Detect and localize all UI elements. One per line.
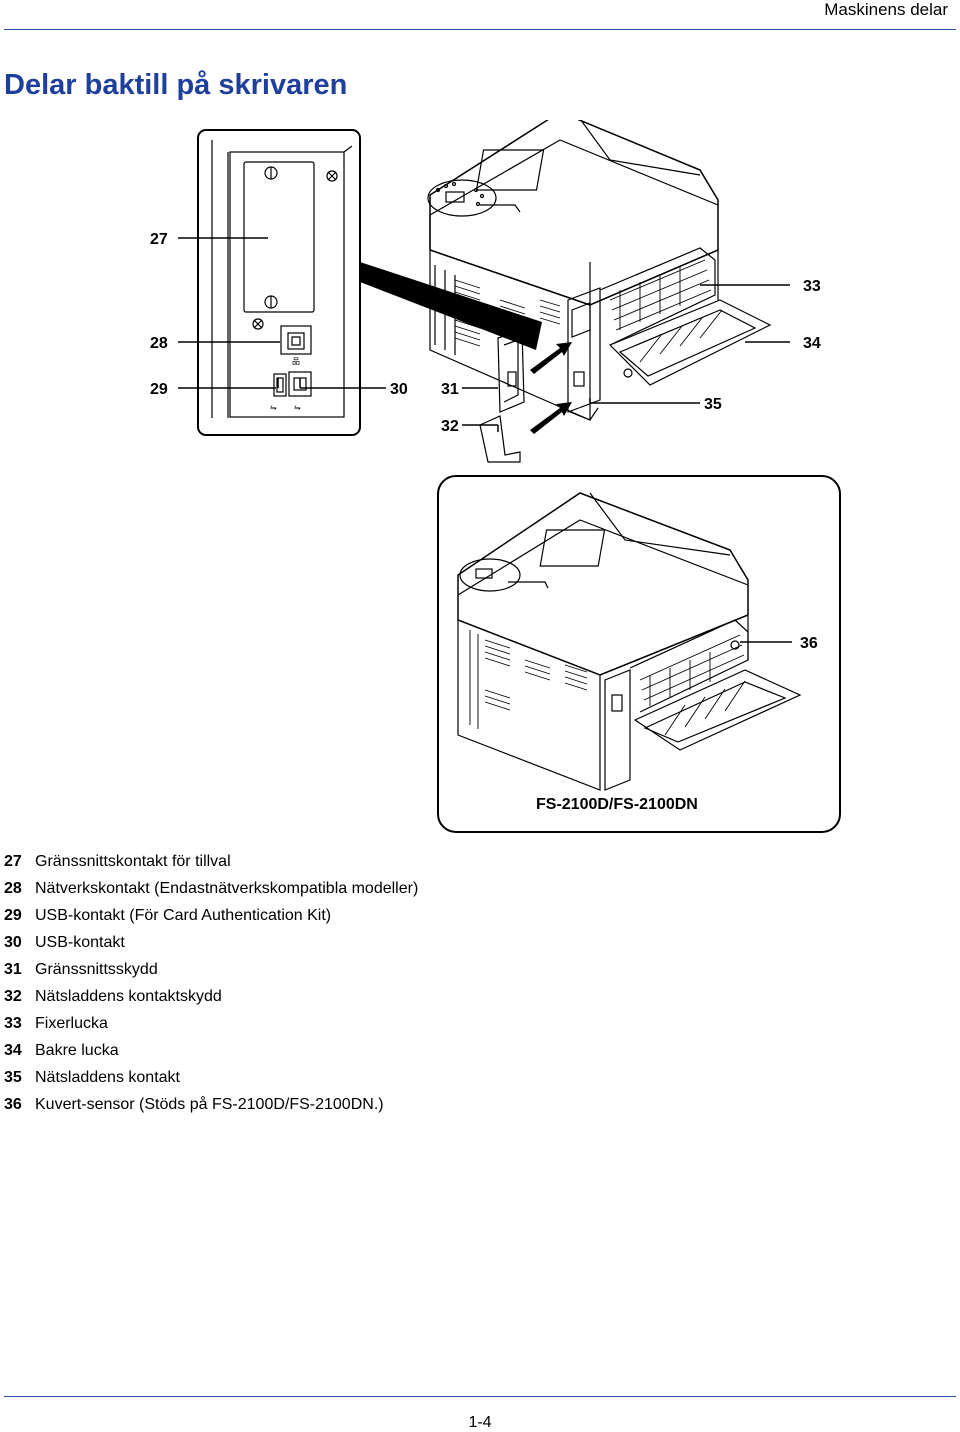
- page-number: 1-4: [468, 1414, 492, 1431]
- model-caption: FS-2100D/FS-2100DN: [536, 796, 698, 813]
- envelope-sensor-detail: 36 FS-2100D/FS-2100DN: [437, 475, 841, 833]
- callout-34: 34: [803, 335, 821, 352]
- svg-text:⇋: ⇋: [270, 403, 277, 412]
- header-divider: [4, 29, 956, 30]
- envelope-sensor: [730, 640, 740, 650]
- network-port: [280, 325, 312, 355]
- detail-zoom-wedge: [360, 262, 542, 350]
- callout-27: 27: [150, 231, 168, 248]
- callout-32: 32: [441, 418, 459, 435]
- page-title: Delar baktill på skrivaren: [4, 69, 348, 101]
- footer-divider: [4, 1396, 956, 1397]
- callout-36: 36: [800, 635, 818, 652]
- callout-28: 28: [150, 335, 168, 352]
- power-cord-cover: [479, 415, 521, 463]
- callout-29: 29: [150, 381, 168, 398]
- arrow-icon: [530, 402, 572, 434]
- printer-rear-view: [427, 120, 772, 463]
- usb-port: [288, 371, 312, 397]
- callout-leaders-1: [178, 237, 790, 432]
- option-interface-slot: [243, 161, 315, 313]
- control-panel: [427, 179, 497, 217]
- callout-35: 35: [704, 396, 722, 413]
- usb-port-card-auth: [273, 373, 287, 397]
- interface-panel-detail: 品 ⇋ ⇋: [197, 129, 361, 436]
- svg-text:品: 品: [292, 357, 300, 366]
- header-section-title: Maskinens delar: [824, 0, 948, 19]
- arrow-icon: [530, 342, 572, 374]
- printer-rear-illustration: 品 ⇋ ⇋: [150, 120, 841, 833]
- interface-cover: [497, 329, 525, 413]
- svg-text:⇋: ⇋: [294, 403, 301, 412]
- callout-33: 33: [803, 278, 821, 295]
- callout-31: 31: [441, 381, 459, 398]
- callout-30: 30: [390, 381, 408, 398]
